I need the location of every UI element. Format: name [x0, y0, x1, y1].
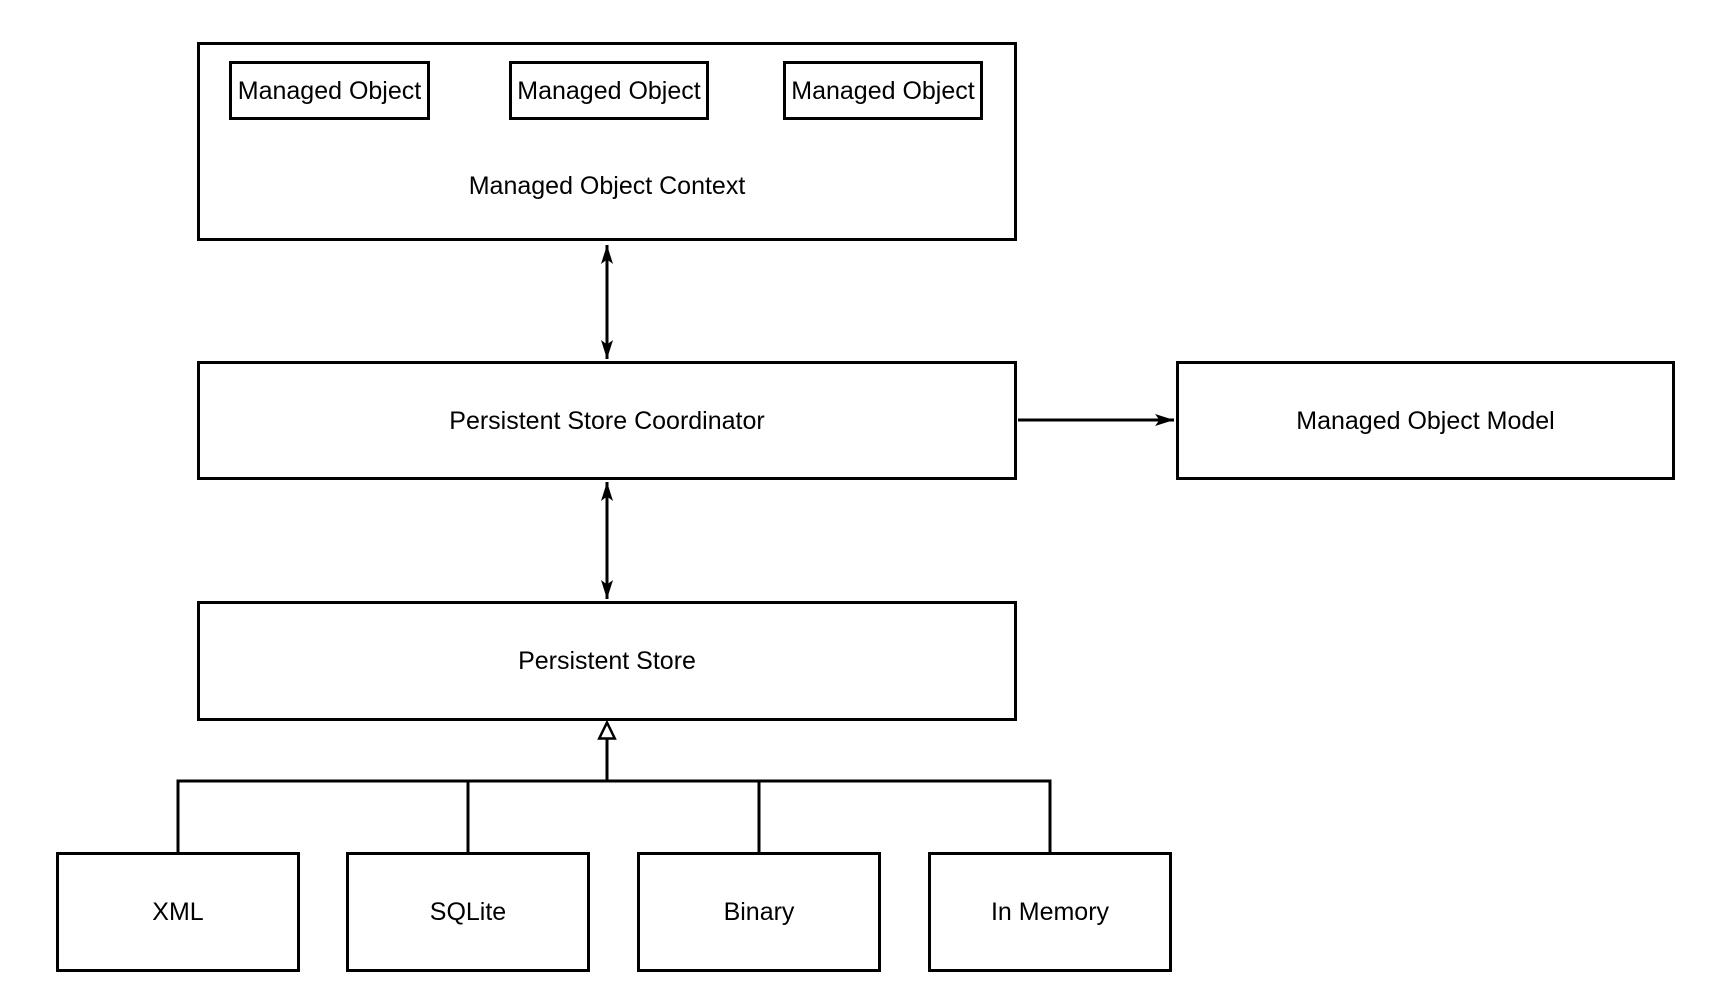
- node-managed-object-2: Managed Object: [509, 61, 709, 120]
- inheritance-triangle-icon: [597, 719, 617, 740]
- node-managed-object-1: Managed Object: [229, 61, 430, 120]
- node-managed-object-context: Managed Object Managed Object Managed Ob…: [197, 42, 1017, 241]
- managed-object-context-label: Managed Object Context: [468, 172, 746, 200]
- node-persistent-store: Persistent Store: [197, 601, 1017, 721]
- inheritance-tree-connector: [176, 779, 1052, 852]
- node-sqlite-store: SQLite: [346, 852, 590, 972]
- node-binary-store: Binary: [637, 852, 881, 972]
- node-persistent-store-coordinator: Persistent Store Coordinator: [197, 361, 1017, 480]
- node-managed-object-model: Managed Object Model: [1176, 361, 1675, 480]
- node-in-memory-store: In Memory: [928, 852, 1172, 972]
- node-managed-object-3: Managed Object: [783, 61, 983, 120]
- node-xml-store: XML: [56, 852, 300, 972]
